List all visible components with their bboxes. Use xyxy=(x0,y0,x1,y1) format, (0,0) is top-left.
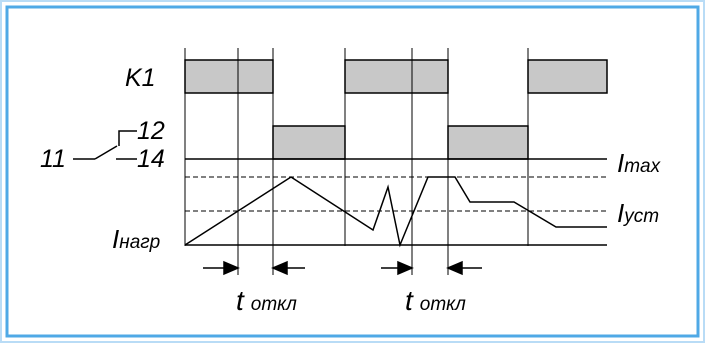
arrow-head xyxy=(223,260,240,276)
contact-pulse xyxy=(272,125,346,160)
k1-pulse xyxy=(184,59,274,94)
inner-frame xyxy=(5,5,700,338)
toff-arrows-1 xyxy=(203,260,305,276)
i-load-label: Iнагр xyxy=(112,224,160,254)
toff-arrows-2 xyxy=(381,260,482,276)
t-off-2-main: t xyxy=(405,285,414,316)
i-max-main: I xyxy=(617,148,624,178)
k1-pulses xyxy=(184,59,608,94)
arrow-head xyxy=(271,260,288,276)
i-set-sub: уст xyxy=(622,206,659,227)
load-current-curve xyxy=(184,176,607,248)
i-load-main: I xyxy=(112,224,119,254)
time-markers xyxy=(184,48,529,275)
k1-label: K1 xyxy=(125,64,156,92)
arrow-head xyxy=(446,260,463,276)
arrow-head xyxy=(397,260,414,276)
k1-pulse xyxy=(527,59,608,94)
i-max-sub: max xyxy=(624,156,661,177)
t-off-1-sub: откл xyxy=(251,294,297,315)
t-off-1-main: t xyxy=(236,285,245,316)
i-set-label: Iуст xyxy=(617,198,659,228)
i-max-label: Imax xyxy=(617,148,662,178)
t-off-2-sub: откл xyxy=(420,294,466,315)
contact-nc-terminal xyxy=(118,130,137,146)
contact-no-label: 14 xyxy=(137,145,165,173)
contact-pulses xyxy=(272,125,529,160)
contact-pulse xyxy=(447,125,529,160)
k1-pulse xyxy=(344,59,449,94)
contact-arm xyxy=(94,145,118,160)
contact-symbol xyxy=(73,130,137,160)
i-set-main: I xyxy=(617,198,624,228)
i-load-sub: нагр xyxy=(119,232,160,253)
contact-nc-label: 12 xyxy=(137,117,165,145)
contact-common-label: 11 xyxy=(40,145,66,173)
